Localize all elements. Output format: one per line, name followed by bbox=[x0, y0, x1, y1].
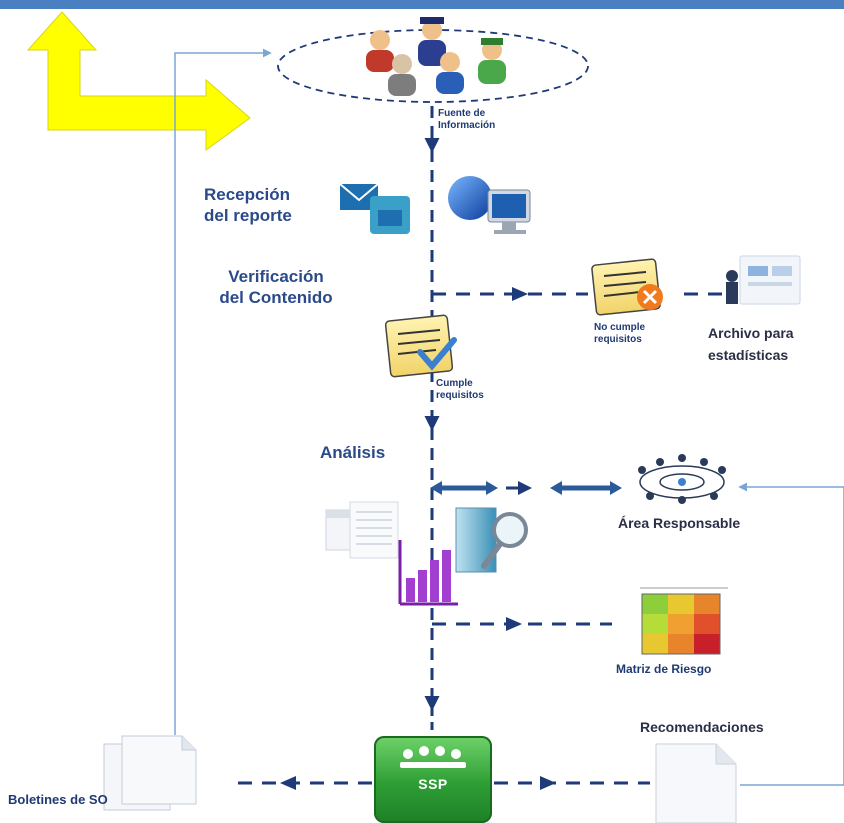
blank-document-icon bbox=[655, 743, 737, 823]
magnifier-window-icon bbox=[455, 507, 528, 573]
recepcion-label: Recepción del reporte bbox=[204, 184, 292, 226]
boletines-label: Boletines de SO bbox=[8, 792, 108, 807]
verificacion-label: Verificación del Contenido bbox=[206, 266, 346, 308]
risk-matrix-icon bbox=[640, 587, 728, 655]
cumple-label-line1: Cumple bbox=[436, 378, 473, 389]
branch-area-responsable bbox=[430, 481, 622, 495]
meeting-icon bbox=[400, 746, 466, 768]
feedback-line-left bbox=[174, 48, 272, 735]
people-group-icon bbox=[366, 17, 506, 96]
fuente-label: Fuente de Información bbox=[438, 108, 495, 132]
globe-computer-icon bbox=[448, 176, 531, 234]
fuente-label-line2: Información bbox=[438, 120, 496, 131]
analisis-label: Análisis bbox=[320, 443, 386, 462]
archivo-label-line2: estadísticas bbox=[708, 347, 789, 363]
branch-rejected-head bbox=[512, 287, 528, 301]
analyst-dashboard-icon bbox=[726, 255, 801, 305]
mail-box-icon bbox=[339, 183, 410, 234]
no-cumple-label-line2: requisitos bbox=[594, 334, 642, 345]
bar-chart-icon bbox=[398, 540, 458, 606]
feedback-line-right bbox=[738, 482, 844, 786]
network-team-icon bbox=[638, 454, 726, 504]
no-cumple-label-line1: No cumple bbox=[594, 322, 646, 333]
ssp-meeting-box: SSP bbox=[374, 736, 492, 823]
archivo-label-line1: Archivo para bbox=[708, 325, 794, 341]
cumple-label-line2: requisitos bbox=[436, 390, 484, 401]
document-stack-icon bbox=[103, 735, 197, 811]
no-cumple-label: No cumple requisitos bbox=[594, 322, 645, 346]
archivo-label: Archivo para estadísticas bbox=[708, 322, 794, 366]
branch-boletines-head bbox=[280, 776, 296, 790]
recomendaciones-label: Recomendaciones bbox=[640, 719, 764, 735]
note-approved-icon bbox=[384, 314, 457, 378]
fuente-label-line1: Fuente de bbox=[438, 108, 486, 119]
data-sheet-icon bbox=[325, 501, 399, 559]
top-bar bbox=[0, 0, 844, 9]
matriz-riesgo-label: Matriz de Riesgo bbox=[616, 662, 712, 676]
branch-recomendaciones-head bbox=[540, 776, 556, 790]
area-responsable-label: Área Responsable bbox=[618, 515, 741, 531]
verificacion-label-line2: del Contenido bbox=[219, 288, 333, 307]
cumple-label: Cumple requisitos bbox=[436, 378, 484, 402]
branch-matriz-head bbox=[506, 617, 522, 631]
note-rejected-icon bbox=[591, 258, 663, 316]
recepcion-label-line2: del reporte bbox=[204, 206, 292, 225]
verificacion-label-line1: Verificación bbox=[228, 267, 324, 286]
yellow-arrow-icon bbox=[26, 11, 251, 151]
recepcion-label-line1: Recepción bbox=[204, 185, 290, 204]
ssp-label: SSP bbox=[418, 776, 448, 792]
